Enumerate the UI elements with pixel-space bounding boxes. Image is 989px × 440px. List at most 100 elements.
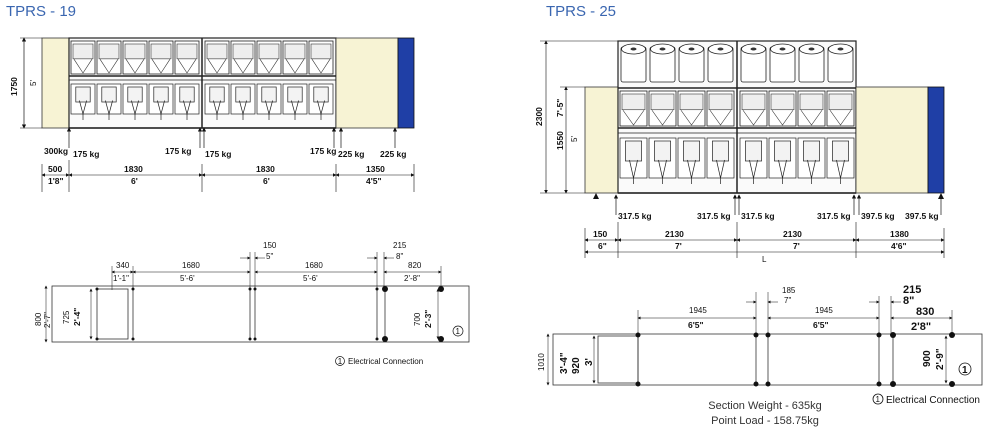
right-foot-triangle-left: [593, 193, 599, 199]
right-blue-panel: [927, 86, 945, 194]
right-w-ft-4: 4'6": [891, 241, 907, 251]
right-plan-inner-mm: 920: [571, 357, 582, 374]
left-plan-right-mm: 700: [413, 312, 422, 326]
bottom-module-box: [313, 86, 329, 103]
top-module-box: [124, 43, 146, 60]
bottom-module-box: [625, 140, 642, 162]
bottom-module-box: [803, 140, 820, 162]
left-bottom-modules: [70, 83, 334, 120]
top-module-frame: [709, 110, 732, 126]
right-plan-connection-num: 1: [962, 365, 968, 376]
left-top-modules: [70, 40, 334, 75]
bobbin-core: [750, 47, 757, 51]
bottom-module-box: [179, 86, 195, 103]
top-module-box: [72, 43, 94, 60]
right-title: TPRS - 25: [546, 3, 617, 20]
left-w-mm-3: 1830: [256, 164, 275, 174]
top-module-box: [621, 93, 646, 111]
left-load-6: 225 kg: [380, 149, 406, 159]
left-legend-text: Electrical Connection: [348, 357, 423, 366]
left-plan-dim-ft-5: 8": [396, 252, 403, 261]
left-load-4: 175 kg: [310, 146, 336, 156]
right-legend-text: Electrical Connection: [886, 395, 980, 406]
top-module-frame: [800, 110, 823, 126]
right-foot-triangle-right: [938, 193, 944, 199]
left-plan-height-mm: 800: [34, 312, 43, 326]
section-weight: Section Weight - 635kg: [708, 400, 822, 412]
left-plan-dim-mm-5: 215: [393, 241, 407, 250]
left-plan-dim-mm-4: 1680: [305, 261, 323, 270]
right-w-mm-3: 2130: [783, 229, 802, 239]
left-load-arrows: [66, 127, 398, 148]
left-plan-feet: [95, 286, 444, 342]
right-plan: [552, 333, 983, 386]
right-w-mm-2: 2130: [665, 229, 684, 239]
left-plan: [51, 285, 470, 343]
left-plan-height-ft: 2'-7": [43, 312, 52, 328]
top-module-frame: [73, 58, 93, 74]
top-module-box: [828, 93, 853, 111]
right-plan-dim-mm-1: 1945: [689, 306, 707, 315]
left-w-mm-2: 1830: [124, 164, 143, 174]
left-w-ft-4: 4'5": [366, 176, 382, 186]
left-plan-dim-ft-2: 5'-6': [180, 274, 195, 283]
bobbin-core: [837, 47, 844, 51]
left-plan-inner-mm: 725: [62, 310, 71, 324]
top-module-box: [679, 93, 704, 111]
left-plan-dim-ft-4: 5'-6': [303, 274, 318, 283]
bobbin-core: [630, 47, 637, 51]
bottom-module-box: [101, 86, 117, 103]
left-w-mm-4: 1350: [366, 164, 385, 174]
top-module-frame: [125, 58, 145, 74]
right-plan-connection-icon: [958, 362, 972, 376]
bottom-module-box: [774, 140, 791, 162]
left-plan-right-ft: 2'-3": [423, 310, 433, 328]
right-plan-dim-mm-4: 215: [903, 284, 921, 296]
right-load-2: 317.5 kg: [697, 211, 731, 221]
top-module-box: [258, 43, 280, 60]
left-plan-dims: [111, 252, 442, 290]
top-module-frame: [259, 58, 279, 74]
left-w-ft-2: 6': [131, 176, 138, 186]
left-title: TPRS - 19: [6, 3, 77, 20]
right-legend-icon: [872, 393, 884, 405]
right-cream-panel: [855, 86, 929, 194]
top-module-box: [150, 43, 172, 60]
top-module-box: [284, 43, 306, 60]
right-plan-dim-ft-5: 2'8": [911, 321, 931, 333]
right-load-1: 317.5 kg: [618, 211, 652, 221]
left-width-dims: [41, 160, 415, 192]
top-module-box: [799, 93, 824, 111]
top-module-box: [310, 43, 332, 60]
right-height-total: 2300: [534, 107, 544, 126]
right-elevation: [584, 40, 945, 194]
top-module-frame: [233, 58, 253, 74]
left-cream-panel: [335, 37, 399, 129]
top-module-frame: [651, 110, 674, 126]
bottom-module-box: [745, 140, 762, 162]
right-bobbins: [620, 43, 854, 83]
right-plan-height-ft: 3'-4": [559, 352, 570, 374]
left-load-5: 225 kg: [338, 149, 364, 159]
bottom-module-box: [127, 86, 143, 103]
left-plan-dim-mm-1: 340: [116, 261, 130, 270]
right-load-5: 397.5 kg: [861, 211, 895, 221]
right-plan-dim-mm-3: 1945: [815, 306, 833, 315]
top-module-box: [98, 43, 120, 60]
bobbin-core: [659, 47, 666, 51]
left-height-ft: 5': [29, 80, 38, 86]
left-elevation: [41, 37, 415, 129]
right-w-mm-1: 150: [593, 229, 607, 239]
right-plan-feet: [635, 332, 955, 387]
left-load-1: 175 kg: [73, 149, 99, 159]
bobbin-core: [779, 47, 786, 51]
top-module-box: [206, 43, 228, 60]
point-load: Point Load - 158.75kg: [711, 415, 819, 427]
bottom-module-box: [832, 140, 849, 162]
top-module-frame: [311, 58, 331, 74]
bottom-module-box: [683, 140, 700, 162]
left-plan-dim-ft-6: 2'-8": [404, 274, 420, 283]
right-plan-dim-mm-5: 830: [916, 306, 934, 318]
right-plan-inner-ft: 3': [584, 358, 595, 366]
